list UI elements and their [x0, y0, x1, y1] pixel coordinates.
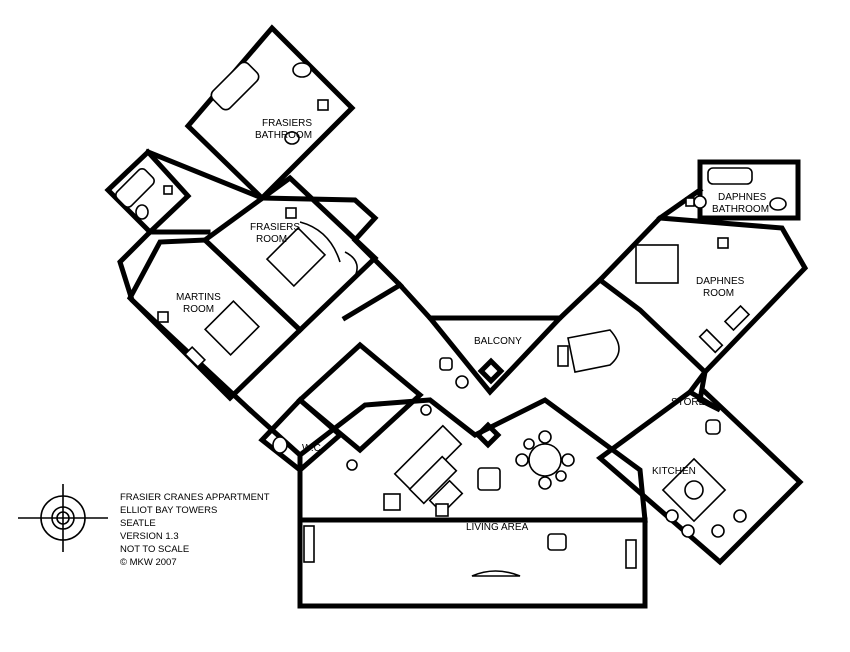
label-living-area: LIVING AREA — [466, 522, 529, 533]
label-daphnes-room-2: ROOM — [703, 288, 734, 299]
label-frasiers-room-2: ROOM — [256, 234, 287, 245]
title-block: FRASIER CRANES APPARTMENT ELLIOT BAY TOW… — [120, 492, 270, 568]
label-kitchen: KITCHEN — [652, 466, 696, 477]
label-frasiers-room-1: FRASIERS — [250, 222, 300, 233]
title-line-2: ELLIOT BAY TOWERS — [120, 505, 217, 516]
label-store: STORE — [671, 397, 706, 408]
title-line-6: © MKW 2007 — [120, 557, 177, 568]
crosshair-target-icon — [18, 484, 108, 552]
label-daphnes-bathroom-1: DAPHNES — [718, 192, 767, 203]
room-labels: FRASIERS BATHROOM FRASIERS ROOM MARTINS … — [176, 118, 769, 533]
title-line-1: FRASIER CRANES APPARTMENT — [120, 492, 270, 503]
label-wc: W.C — [302, 443, 321, 454]
label-daphnes-bathroom-2: BATHROOM — [712, 204, 769, 215]
label-balcony: BALCONY — [474, 336, 522, 347]
title-line-5: NOT TO SCALE — [120, 544, 189, 555]
title-line-4: VERSION 1.3 — [120, 531, 179, 542]
label-daphnes-room-1: DAPHNES — [696, 276, 745, 287]
title-line-3: SEATLE — [120, 518, 156, 529]
label-frasiers-bathroom-2: BATHROOM — [255, 130, 312, 141]
label-frasiers-bathroom-1: FRASIERS — [262, 118, 312, 129]
fixtures — [115, 61, 787, 577]
outer-walls — [104, 24, 809, 609]
label-martins-room-2: ROOM — [183, 304, 214, 315]
label-martins-room-1: MARTINS — [176, 292, 221, 303]
